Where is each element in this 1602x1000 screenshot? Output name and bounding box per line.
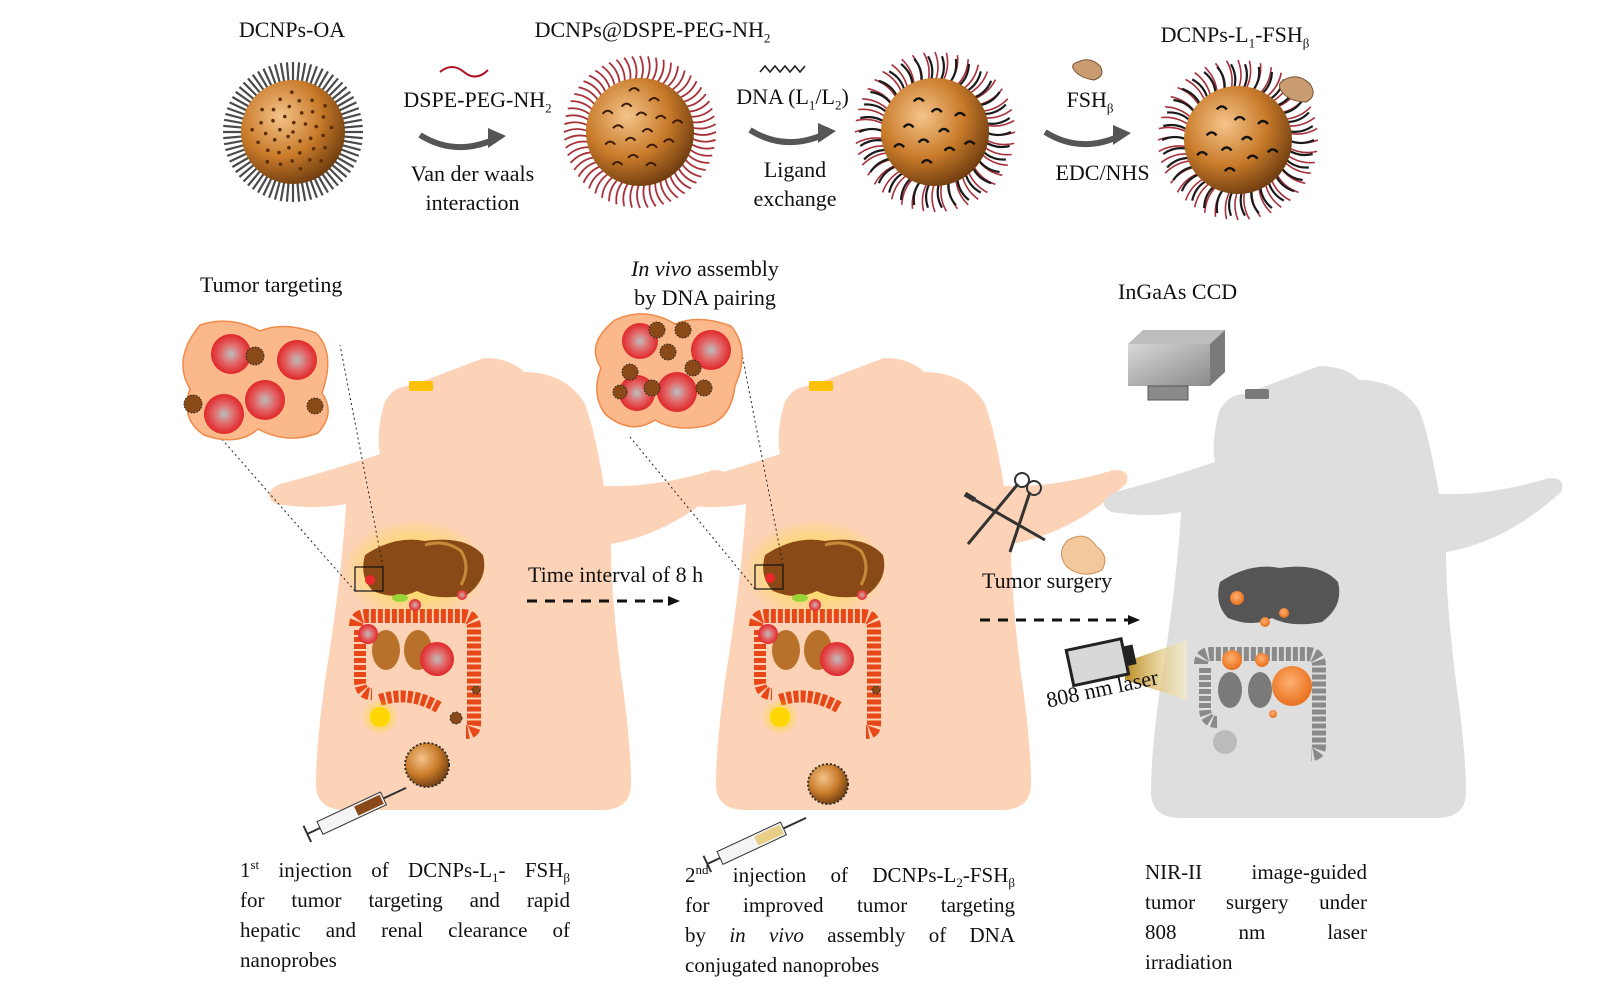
panel2-title-line2: by DNA pairing (634, 285, 776, 310)
arrow-fsh-conjugation (1043, 59, 1131, 147)
caption-panel2: 2nd injection of DCNPs-L2-FSHβ for impro… (685, 862, 1016, 977)
syringe-2 (702, 816, 807, 873)
label-dna-reagent: DNA (L1/L2) (736, 84, 849, 113)
surgical-tools (963, 472, 1106, 575)
nanoparticle-dna (854, 51, 1016, 213)
label-edc-nhs: EDC/NHS (1055, 160, 1150, 185)
tumor-cell-cluster-2 (594, 313, 743, 429)
mouse-panel-2 (594, 313, 1128, 873)
tumor-cell-cluster-1 (182, 320, 329, 441)
panel1-title: Tumor targeting (200, 272, 343, 297)
label-ligand: Ligand (763, 157, 827, 182)
caption-panel1: 1st injection of DCNPs-L1- FSHβ for tumo… (240, 857, 570, 972)
label-dcnps-dspe-peg: DCNPs@DSPE-PEG-NH2 (534, 17, 771, 46)
arrow-time-interval (527, 596, 680, 606)
label-fsh-reagent: FSHβ (1066, 87, 1114, 116)
label-exchange: exchange (753, 186, 837, 211)
label-dcnps-oa: DCNPs-OA (238, 17, 346, 42)
nanoparticle-peg (563, 55, 717, 209)
arrow-van-der-waals (418, 66, 506, 150)
camera-label: InGaAs CCD (1118, 279, 1238, 304)
label-interaction: interaction (425, 190, 520, 215)
arrow1-label: Time interval of 8 h (528, 562, 704, 587)
laser-808-icon (1064, 636, 1187, 700)
arrow-tumor-surgery (980, 615, 1140, 625)
mouse-panel-3 (1103, 366, 1563, 818)
panel2-title-line1: In vivo assembly (631, 256, 779, 281)
syringe-1 (302, 786, 407, 843)
nanoparticle-fsh (1157, 59, 1319, 221)
arrow-ligand-exchange (748, 64, 836, 145)
nanoparticle-oa (223, 62, 363, 202)
label-van-der-waals: Van der waals (410, 161, 535, 186)
arrow2-label: Tumor surgery (982, 568, 1113, 593)
label-dcnps-l1-fsh: DCNPs-L1-FSHβ (1160, 22, 1310, 51)
ingaas-camera-icon (1128, 330, 1225, 401)
mouse-panel-1 (182, 320, 728, 843)
label-dspe-peg-reagent: DSPE-PEG-NH2 (403, 87, 552, 116)
caption-panel3: NIR-II image-guided tumor surgery under … (1145, 860, 1367, 974)
